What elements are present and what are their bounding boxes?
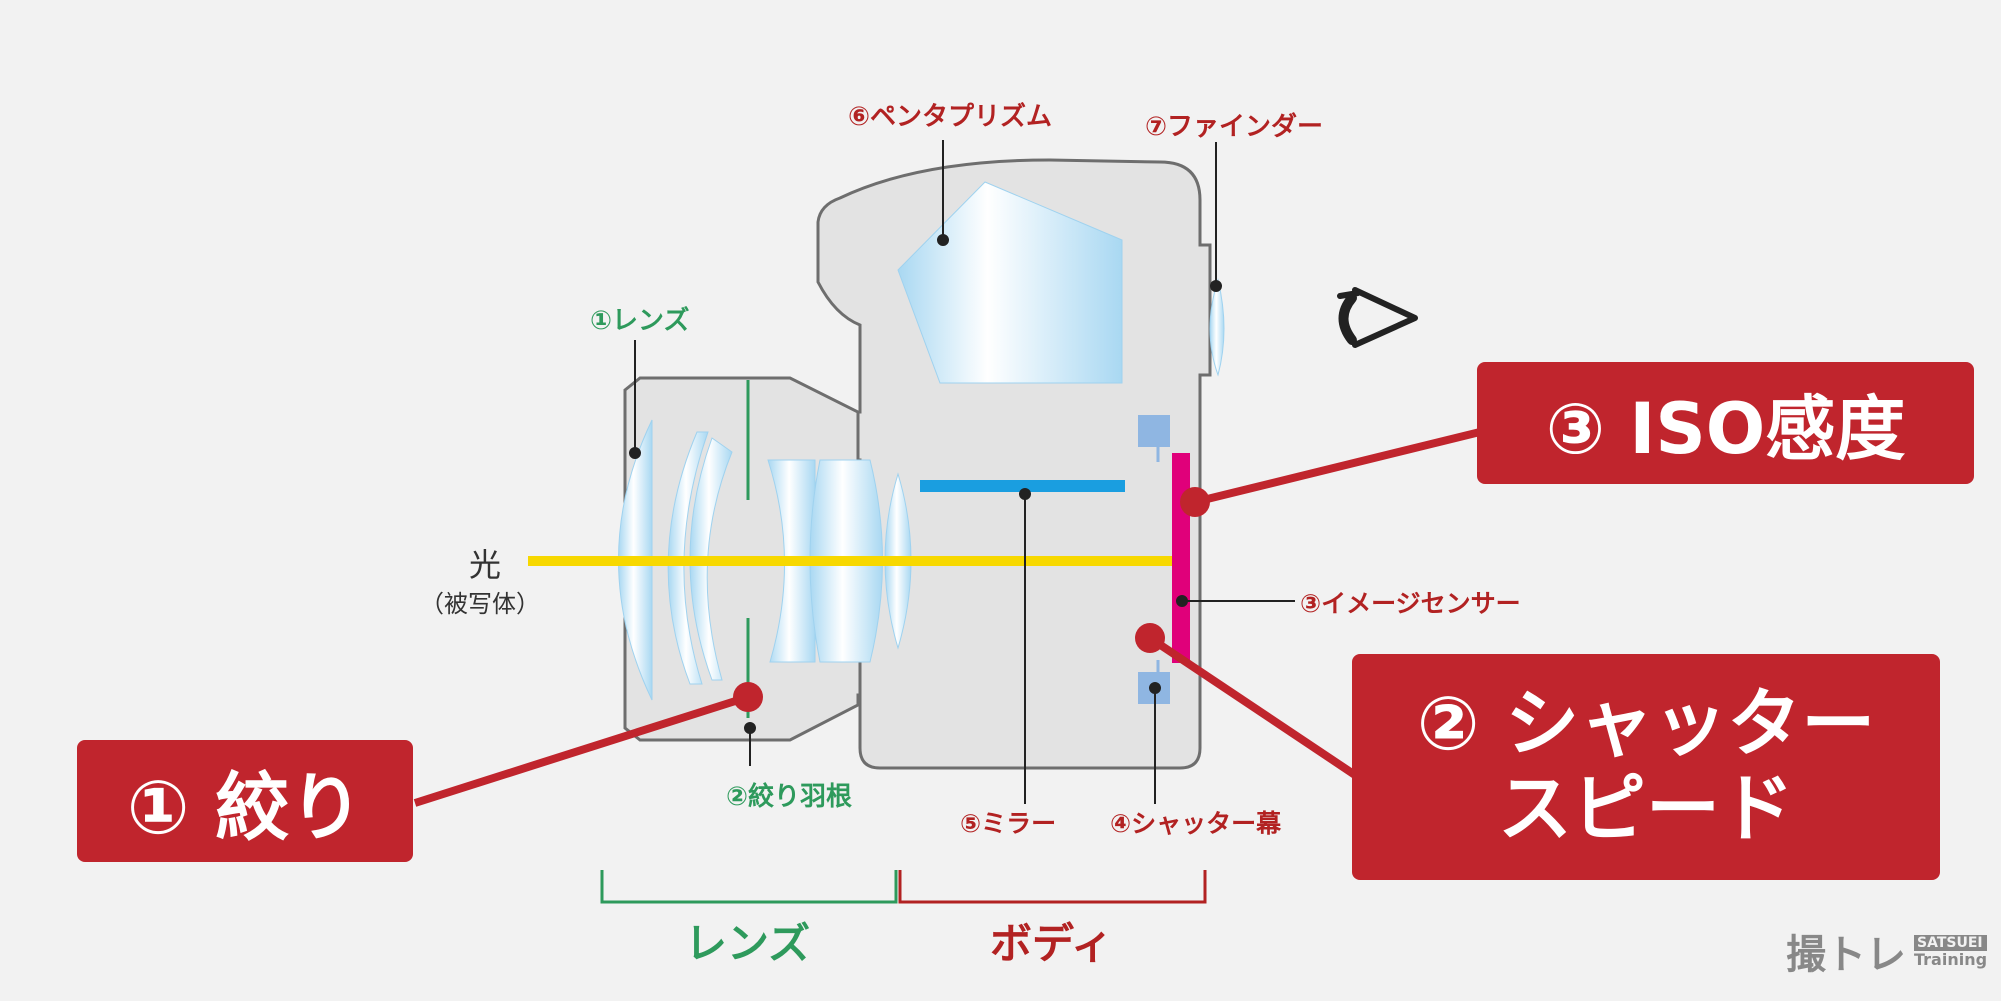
lens-element bbox=[667, 431, 709, 685]
lens-element bbox=[689, 437, 733, 681]
callout-iso-text: ③ ISO感度 bbox=[1545, 387, 1906, 470]
connector-iso bbox=[1194, 428, 1481, 506]
connector-dot-shutter bbox=[1135, 623, 1165, 653]
callout-iso: ③ ISO感度 bbox=[1477, 362, 1974, 484]
leader-dot bbox=[1149, 682, 1161, 694]
pentaprism bbox=[897, 181, 1123, 384]
leader-dot bbox=[744, 722, 756, 734]
subject-label: （被写体） bbox=[420, 590, 540, 618]
logo-en-bottom: Training bbox=[1914, 949, 1988, 969]
shutter-curtain-label: ④シャッター幕 bbox=[1110, 809, 1282, 838]
connector-shutter bbox=[1147, 634, 1358, 779]
finder-lens bbox=[1209, 278, 1225, 377]
callout-shutter-line2: スピード bbox=[1498, 766, 1794, 852]
lens-label: ①レンズ bbox=[590, 306, 690, 336]
body-section-label: ボディ bbox=[990, 919, 1114, 968]
lens-section-bracket bbox=[600, 870, 898, 904]
pentaprism-label: ⑥ペンタプリズム bbox=[848, 102, 1053, 132]
callout-aperture: ① 絞り bbox=[77, 740, 413, 862]
leader-dot bbox=[629, 447, 641, 459]
image-sensor-label: ③イメージセンサー bbox=[1300, 589, 1521, 618]
leader-lines bbox=[629, 140, 1295, 804]
aperture-blades-label: ②絞り羽根 bbox=[726, 782, 853, 812]
connector-dot-iso bbox=[1180, 487, 1210, 517]
callout-aperture-text: ① 絞り bbox=[126, 764, 364, 851]
eye-icon bbox=[1337, 287, 1418, 348]
connector-dot-aperture bbox=[733, 682, 763, 712]
leader-dot bbox=[1176, 595, 1188, 607]
shutter-curtain-top bbox=[1138, 415, 1170, 447]
lens-section-label: レンズ bbox=[685, 919, 811, 968]
mirror-label: ⑤ミラー bbox=[960, 809, 1057, 838]
mirror bbox=[920, 480, 1125, 492]
callout-connectors bbox=[413, 428, 1481, 807]
leader-dot bbox=[1210, 280, 1222, 292]
satsuei-training-logo: 撮トレ SATSUEI Training bbox=[1786, 922, 1988, 980]
leader-dot bbox=[937, 234, 949, 246]
logo-jp-text: 撮トレ bbox=[1786, 932, 1906, 978]
light-label: 光 bbox=[469, 546, 502, 584]
finder-label: ⑦ファインダー bbox=[1145, 112, 1324, 142]
connector-aperture bbox=[413, 693, 750, 807]
callout-shutter-speed: ② シャッター スピード bbox=[1352, 654, 1940, 880]
leader-dot bbox=[1019, 488, 1031, 500]
body-section-bracket bbox=[898, 870, 1207, 904]
callout-shutter-line1: ② シャッター bbox=[1416, 680, 1876, 767]
image-sensor bbox=[1172, 453, 1190, 663]
logo-en: SATSUEI Training bbox=[1914, 934, 1988, 969]
logo-en-top: SATSUEI bbox=[1914, 934, 1988, 951]
